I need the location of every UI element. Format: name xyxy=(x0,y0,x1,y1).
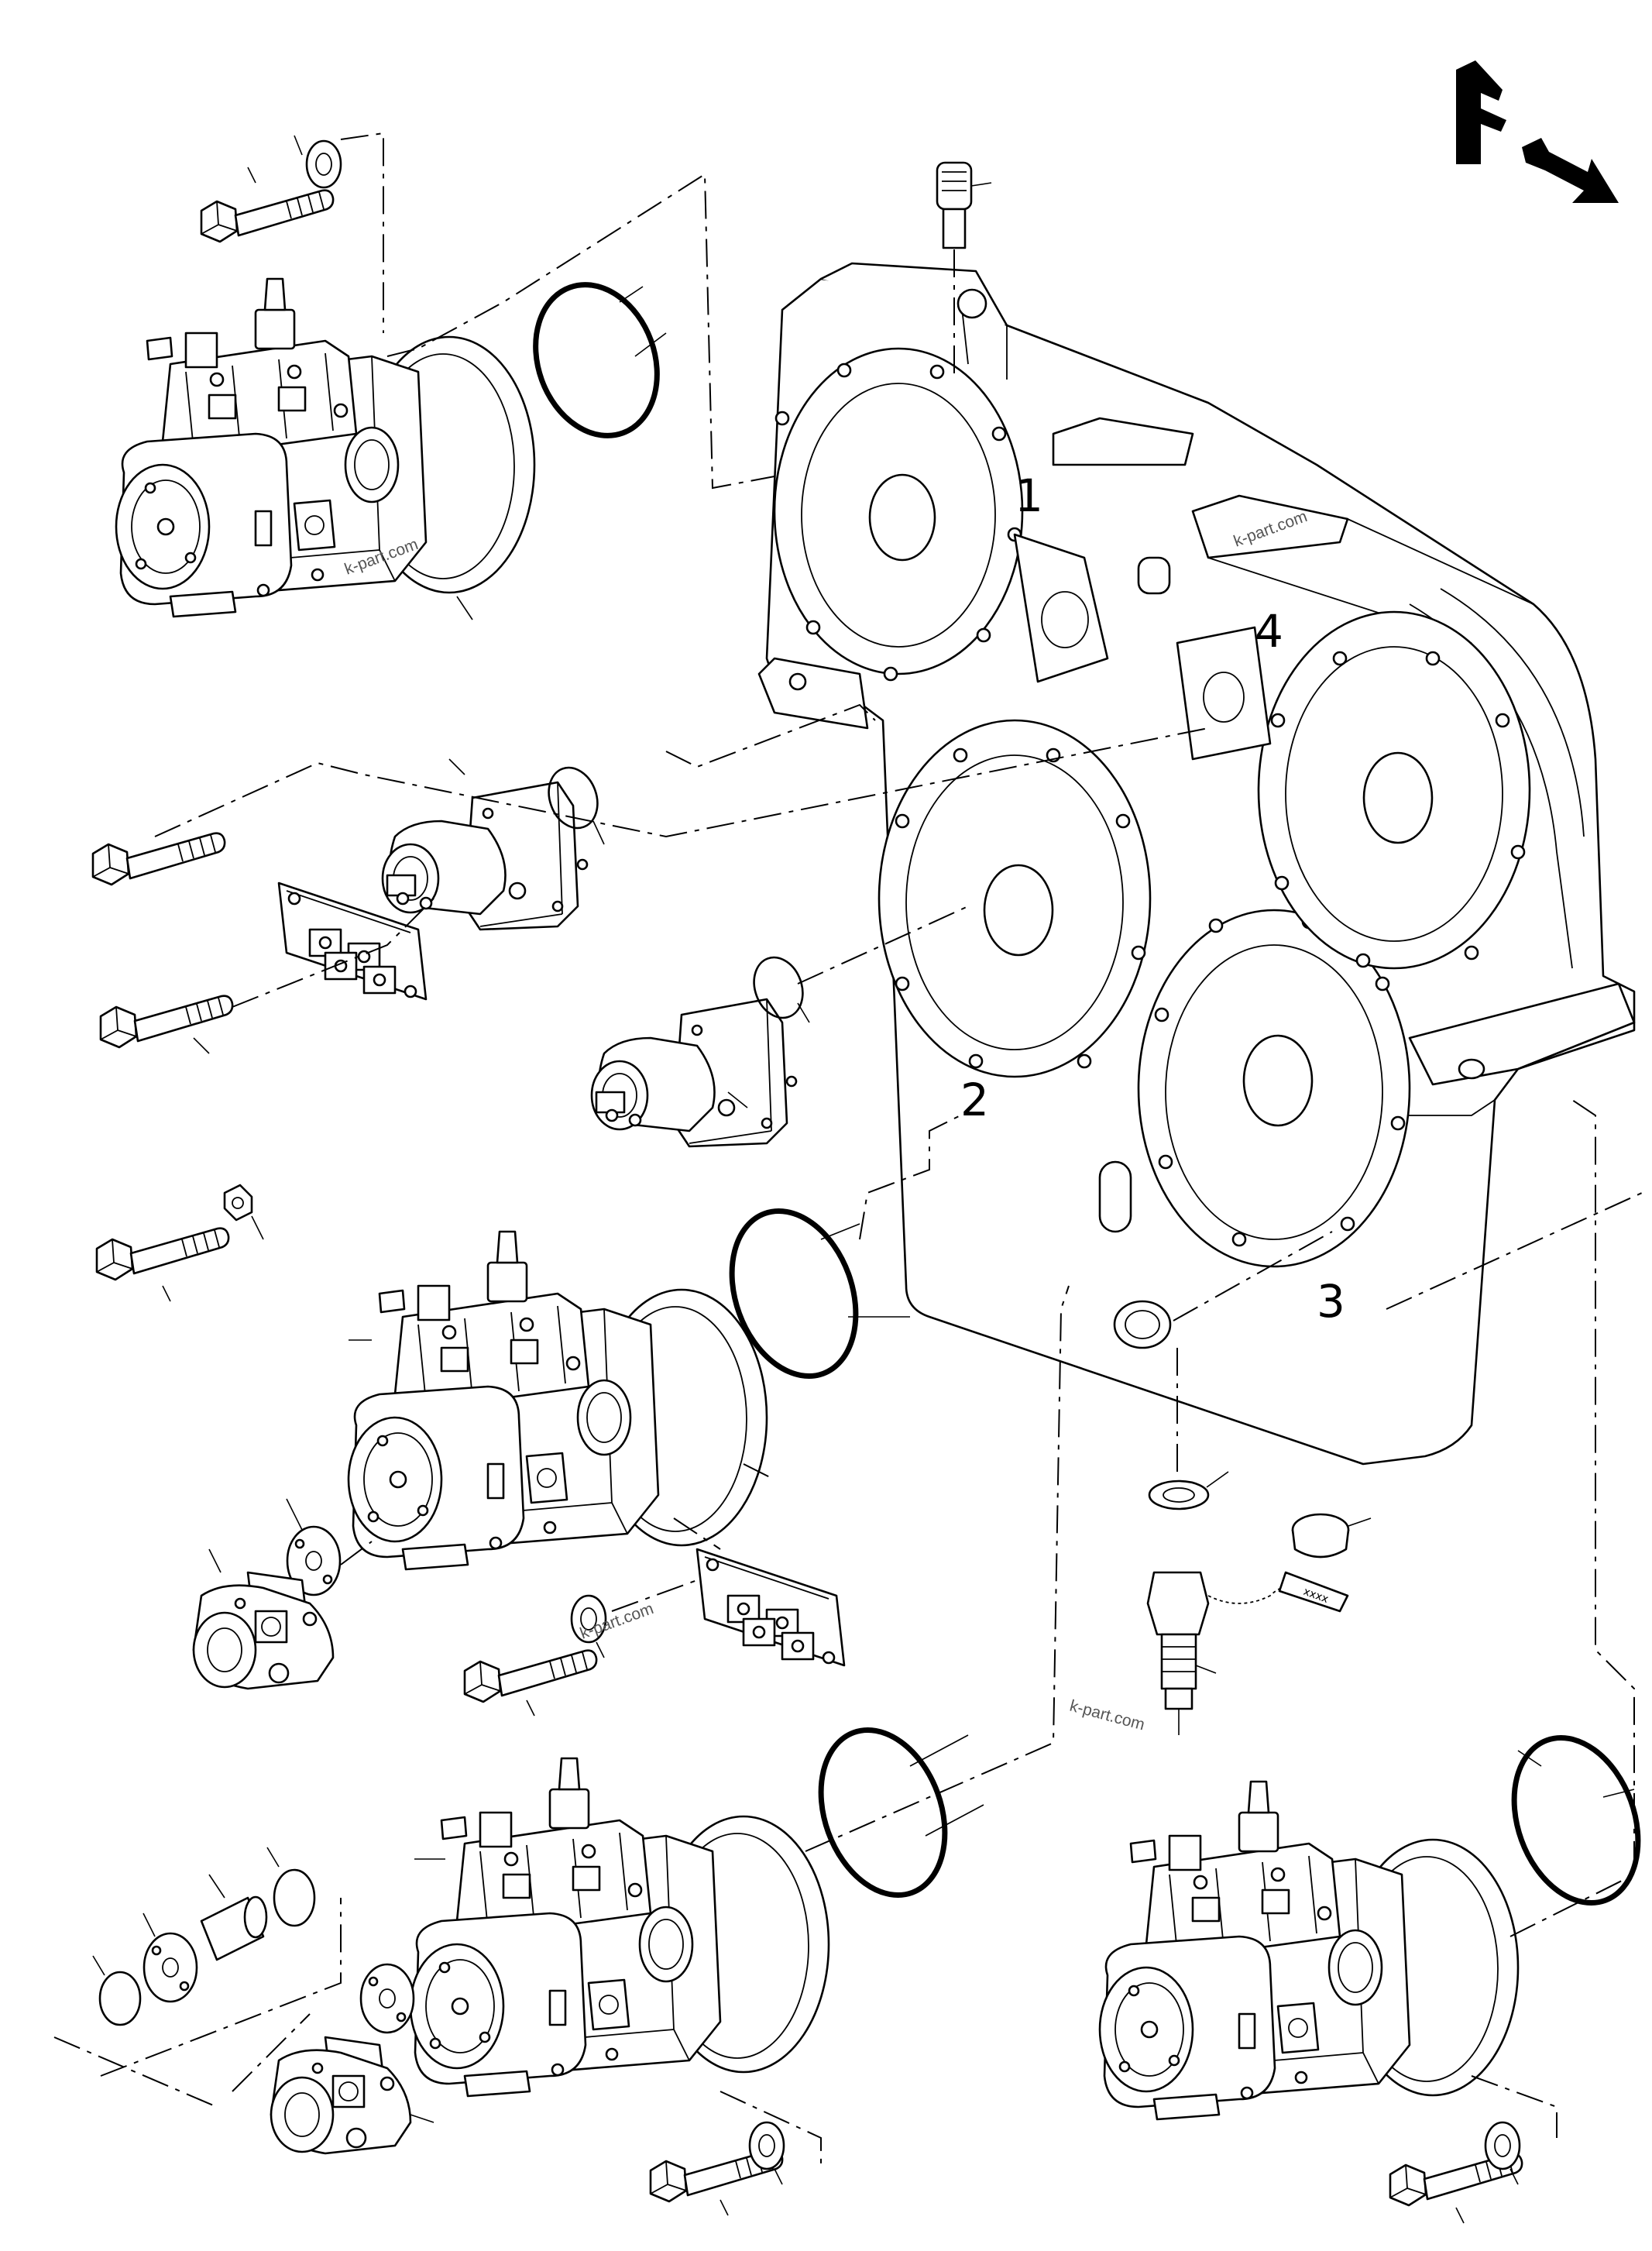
bolt-5 xyxy=(463,1649,598,1703)
direction-marker: F xyxy=(1456,60,1619,203)
o-ring-2 xyxy=(729,1208,910,1380)
o-ring-motor-1 xyxy=(548,766,605,845)
coupling-sleeve xyxy=(200,1874,268,1961)
gearbox-port-4: 4 xyxy=(1176,605,1531,970)
gearbox-port-1: 1 xyxy=(773,347,1109,683)
hydraulic-pump-4 xyxy=(1098,1780,1520,2121)
bolt-4 xyxy=(95,1227,230,1281)
gearbox-port-2: 2 xyxy=(878,719,1152,1126)
drain-plug-assembly: xxxx xyxy=(1146,1471,1372,1735)
shaft-o-ring-1 xyxy=(92,1955,142,2026)
drain-fitting xyxy=(1113,1300,1172,1349)
hydraulic-motor-1 xyxy=(381,781,589,931)
o-ring-motor-2 xyxy=(753,956,810,1023)
hydraulic-motor-2 xyxy=(590,998,798,1148)
gearbox-port-3: 3 xyxy=(1137,909,1411,1328)
valve-plate-2 xyxy=(695,1548,846,1667)
bolt-2 xyxy=(91,832,226,886)
bolt-3 xyxy=(99,995,234,1049)
bolt-1 xyxy=(200,189,335,243)
port-label-3: 3 xyxy=(1317,1275,1345,1328)
port-label-1: 1 xyxy=(1015,469,1043,522)
washer-1 xyxy=(305,139,342,189)
watermark-4: k-part.com xyxy=(1068,1697,1147,1734)
breather-valve xyxy=(936,161,992,249)
shaft-o-ring-2 xyxy=(266,1847,316,1927)
flange-2 xyxy=(359,1963,415,2034)
gearbox-housing: 1 2 3 xyxy=(757,262,1636,1466)
hydraulic-pump-2 xyxy=(347,1230,768,1571)
washer-4 xyxy=(1484,2121,1521,2170)
o-ring-1 xyxy=(533,282,667,438)
port-label-2: 2 xyxy=(960,1074,989,1126)
o-ring-4 xyxy=(1511,1734,1641,1906)
hydraulic-pump-3 xyxy=(409,1757,830,2098)
hydraulic-pump-1 xyxy=(115,277,536,618)
nut-1 xyxy=(223,1184,264,1240)
gear-pump-2 xyxy=(270,2036,412,2155)
port-label-4: 4 xyxy=(1255,605,1283,658)
washer-3 xyxy=(748,2121,785,2170)
o-ring-3 xyxy=(818,1727,984,1899)
shaft-flange xyxy=(143,1932,198,2003)
